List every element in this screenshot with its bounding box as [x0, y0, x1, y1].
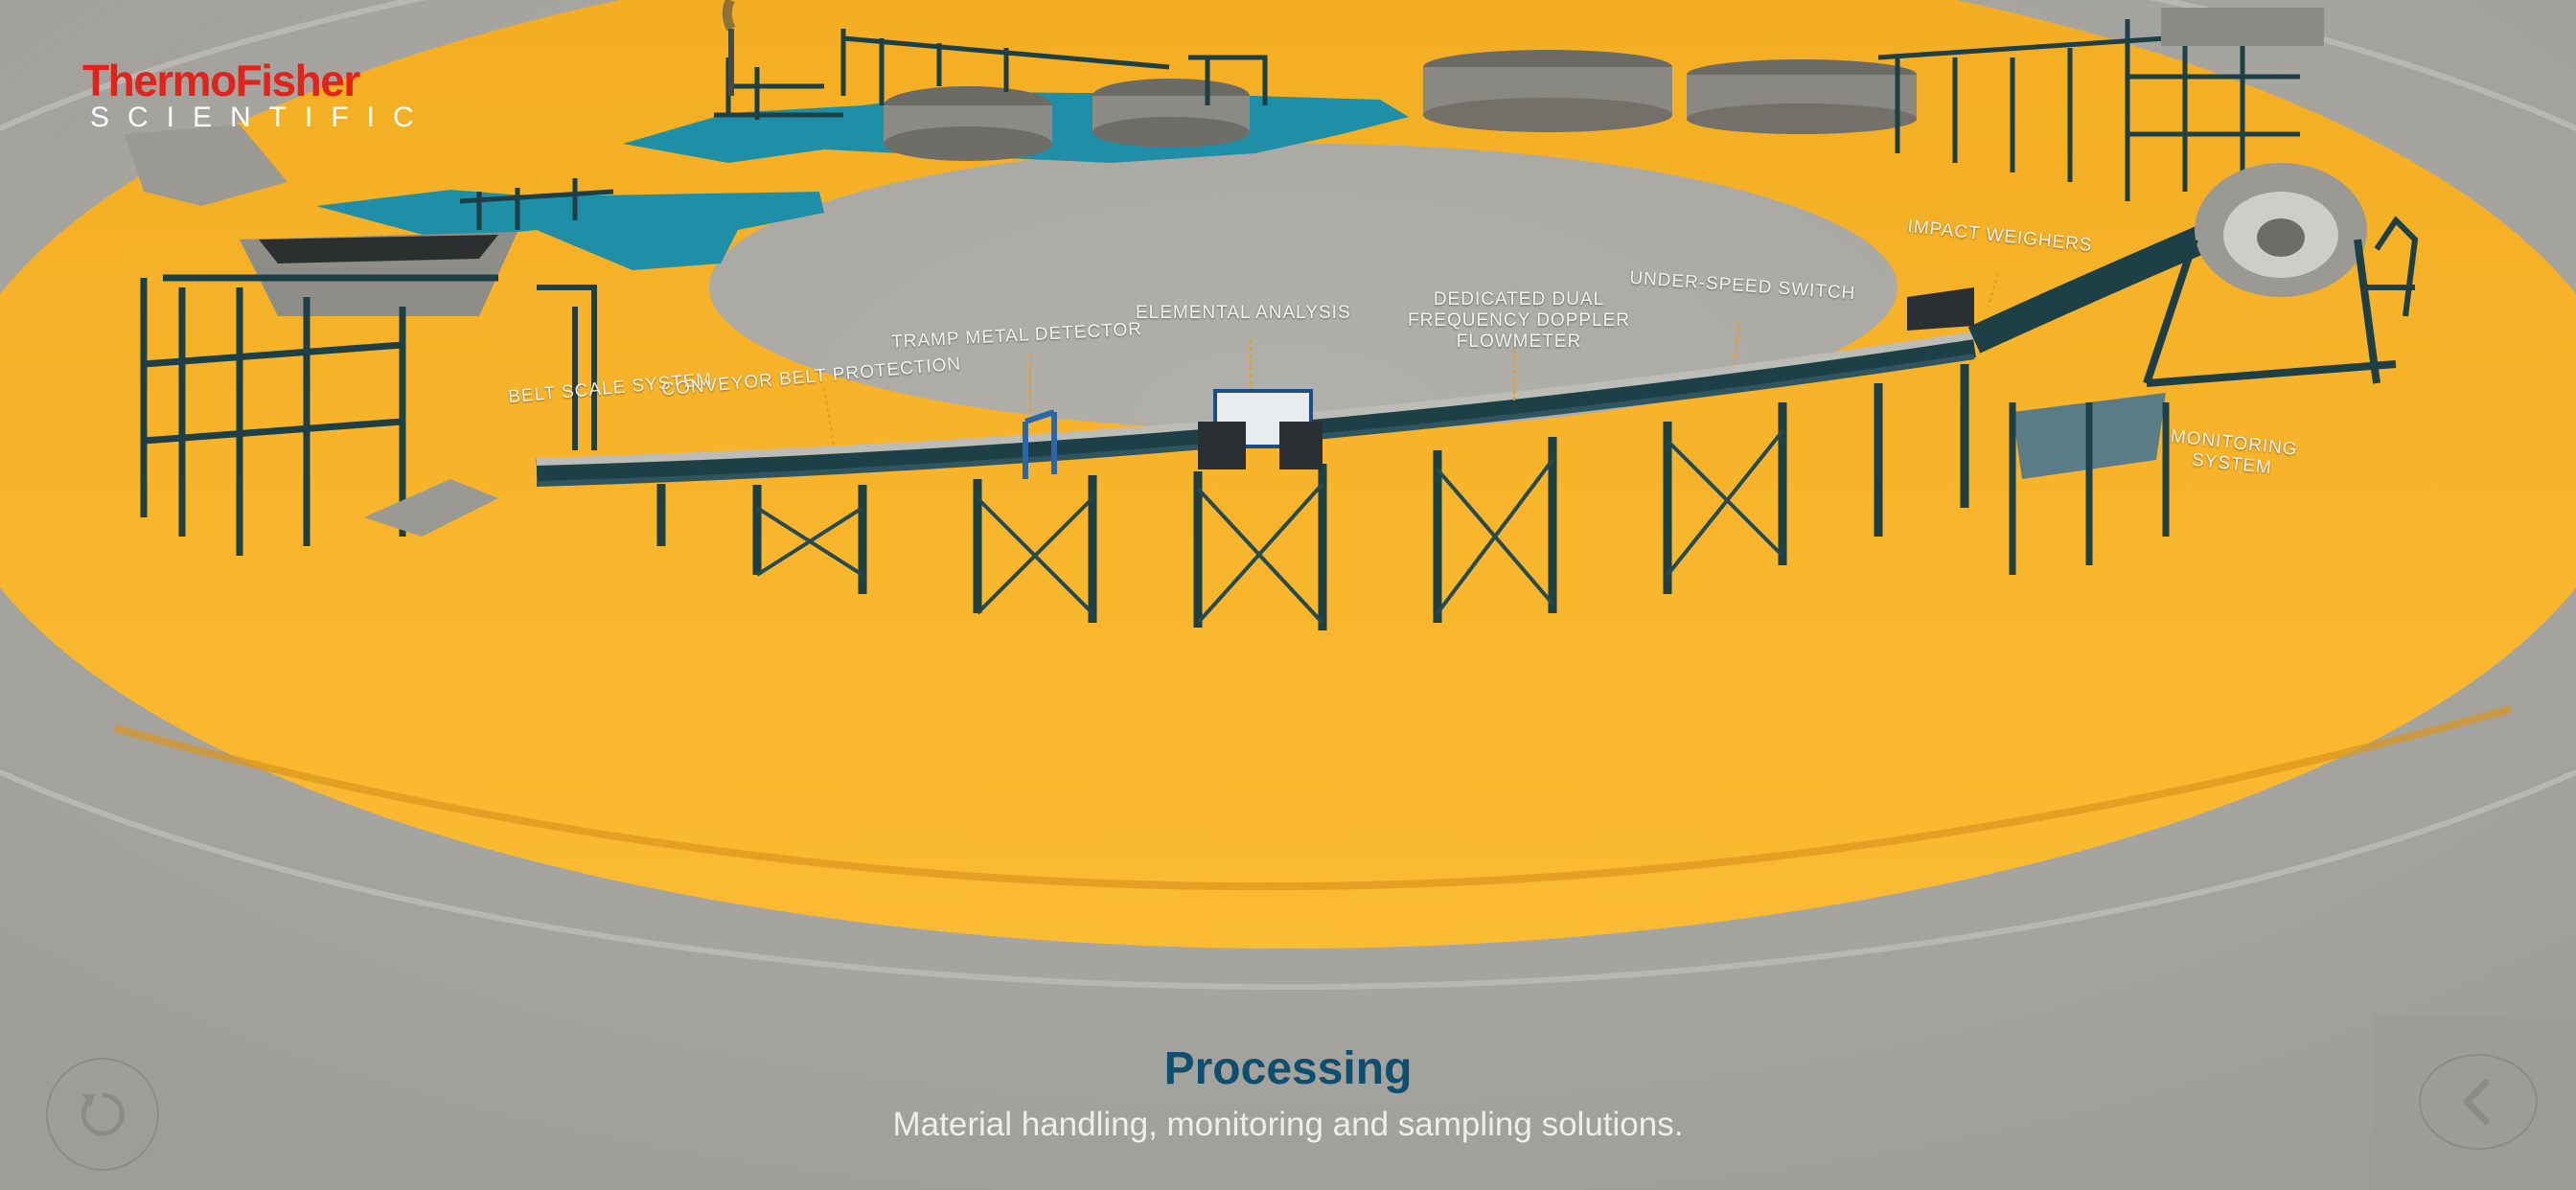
yellow-ring-edge: [113, 705, 2513, 891]
platform-outer: [0, 0, 2576, 990]
leader-lines: [823, 272, 1999, 446]
brand-sub: SCIENTIFIC: [90, 102, 432, 133]
reset-view-button[interactable]: [46, 1058, 159, 1171]
crusher-station: [125, 125, 597, 556]
tramp-detector: [1023, 409, 1057, 479]
stack: [722, 0, 736, 96]
label-doppler-flowmeter[interactable]: DEDICATED DUAL FREQUENCY DOPPLER FLOWMET…: [1394, 289, 1644, 353]
back-button[interactable]: [2419, 1054, 2538, 1150]
brand-logo: ThermoFisher SCIENTIFIC: [82, 57, 432, 132]
tanks-left: [884, 79, 1250, 161]
elemental-analyzer: [1198, 389, 1322, 469]
section-subtitle: Material handling, monitoring and sampli…: [892, 1106, 1684, 1143]
pond-left: [316, 190, 824, 270]
conveyor-bracing: [755, 429, 1784, 625]
grinding-mill: [1907, 163, 2419, 575]
right-tower-top: [2161, 8, 2324, 46]
tanks-right: [1423, 50, 1917, 134]
section-title: Processing: [1163, 1043, 1413, 1094]
label-doppler-line-1: DEDICATED DUAL: [1433, 289, 1605, 309]
reset-icon: [80, 1092, 125, 1136]
label-doppler-line-3: FLOWMETER: [1456, 332, 1582, 352]
chevron-left-icon: [2463, 1079, 2490, 1125]
conveyor-supports: [656, 364, 1969, 630]
label-doppler-line-2: FREQUENCY DOPPLER: [1407, 310, 1631, 331]
brand-name: ThermoFisher: [82, 56, 360, 105]
label-elemental-analysis[interactable]: ELEMENTAL ANALYSIS: [1136, 303, 1351, 323]
